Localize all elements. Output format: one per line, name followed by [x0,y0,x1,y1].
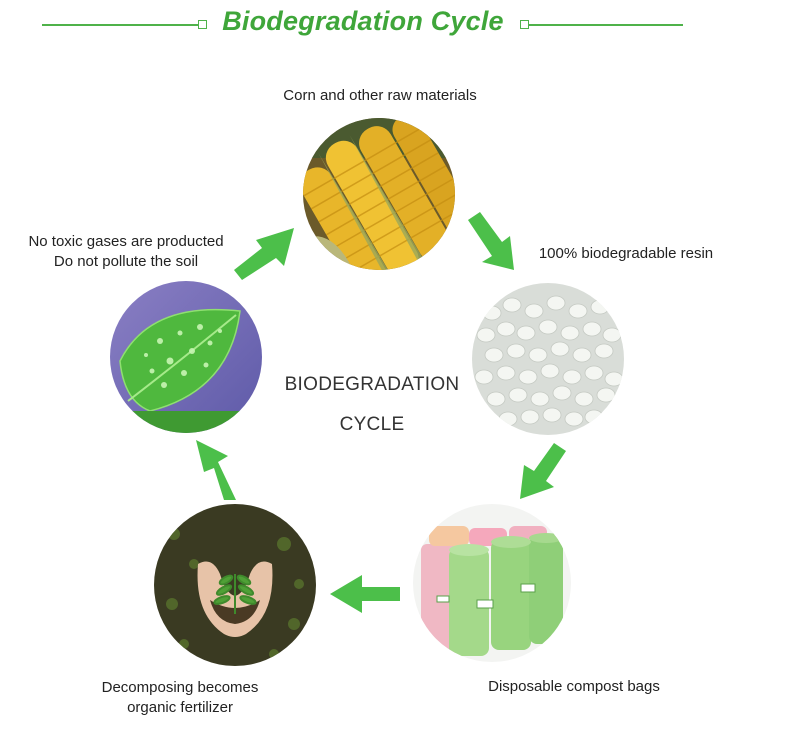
label-resin: 100% biodegradable resin [538,245,714,262]
arrow-bags-to-fertilizer [330,575,400,613]
title-ornament-right [520,20,529,29]
hands-soil-image [154,504,316,666]
label-leaf-line2: Do not pollute the soil [53,253,199,270]
arrow-leaf-to-corn [234,228,294,280]
arrow-fertilizer-to-leaf [196,440,236,500]
arrow-resin-to-bags [520,443,566,499]
title-rule-right [529,24,683,26]
label-leaf-line1: No toxic gases are producted [28,233,224,250]
center-title-line1: BIODEGRADATION [284,374,460,395]
label-corn: Corn and other raw materials [283,87,477,104]
label-bags: Disposable compost bags [488,678,660,695]
center-title-line2: CYCLE [339,414,405,435]
corn-image [303,118,455,270]
resin-pellets-image [472,283,624,435]
page-title: Biodegradation Cycle [222,6,504,36]
title-ornament-left [198,20,207,29]
leaf-droplets-image [110,281,262,433]
title-rule-left [42,24,198,26]
compost-bags-image [413,504,571,662]
label-fertilizer-line2: organic fertilizer [127,699,233,716]
arrow-corn-to-resin [468,212,514,270]
label-fertilizer-line1: Decomposing becomes [101,679,259,696]
